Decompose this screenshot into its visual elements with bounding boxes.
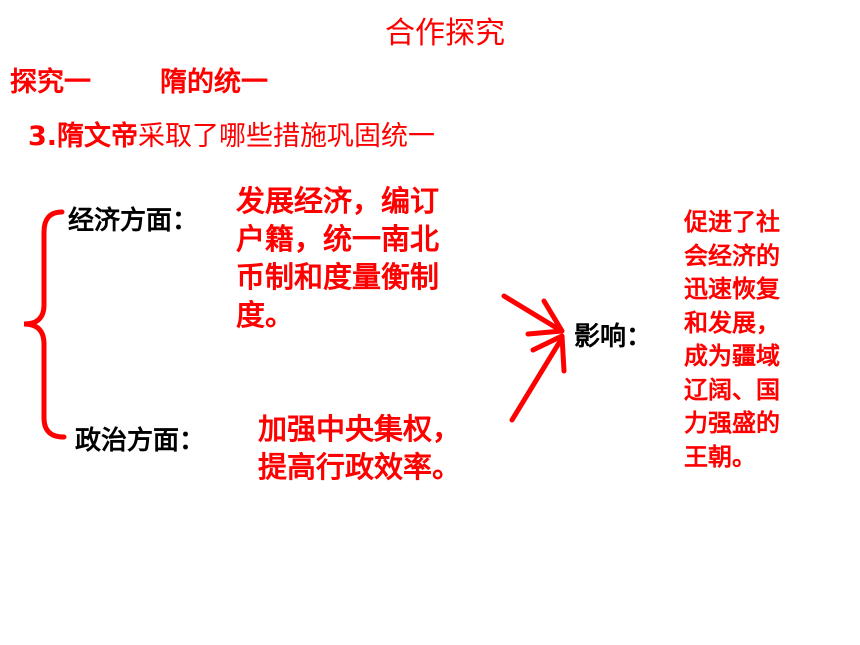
slide-title: 合作探究: [385, 16, 505, 51]
politics-measures: 加强中央集权， 提高行政效率。: [258, 410, 461, 486]
impact-text-line: 和发展，: [684, 308, 780, 337]
left-brace: [23, 209, 67, 440]
impact-text-line: 成为疆域: [684, 342, 780, 370]
impact-text-line: 会经济的: [684, 241, 780, 270]
economy-measures: 发展经济，编订 户籍，统一南北 币制和度量衡制 度。: [236, 182, 439, 334]
economy-measures-line: 币制和度量衡制: [236, 260, 440, 294]
impact-text-line: 迅速恢复: [684, 275, 780, 303]
question-rest: 采取了哪些措施巩固统一: [138, 121, 436, 152]
impact-text-line: 促进了社: [684, 208, 780, 236]
politics-measures-line: 提高行政效率。: [258, 450, 462, 484]
impact-text-line: 力强盛的: [684, 409, 780, 437]
economy-measures-line: 度。: [236, 298, 295, 332]
economy-measures-line: 户籍，统一南北: [236, 222, 440, 256]
section-heading-topic: 隋的统一: [160, 67, 268, 98]
impact-text: 促进了社 会经济的 迅速恢复 和发展， 成为疆域 辽阔、国 力强盛的 王朝。: [684, 206, 780, 474]
politics-measures-line: 加强中央集权，: [258, 412, 462, 446]
label-economy: 经济方面：: [68, 206, 199, 236]
arrow-economy-to-impact: [501, 293, 565, 337]
question-subject: 3.隋文帝: [28, 121, 139, 152]
section-heading-number: 探究一: [10, 67, 91, 98]
impact-text-line: 辽阔、国: [684, 375, 780, 404]
economy-measures-line: 发展经济，编订: [236, 184, 440, 218]
label-politics: 政治方面：: [75, 426, 206, 456]
question-line: 3.隋文帝采取了哪些措施巩固统一: [28, 114, 435, 153]
arrow-politics-to-impact: [509, 333, 567, 423]
impact-text-line: 王朝。: [684, 442, 756, 471]
label-impact: 影响：: [574, 322, 653, 352]
